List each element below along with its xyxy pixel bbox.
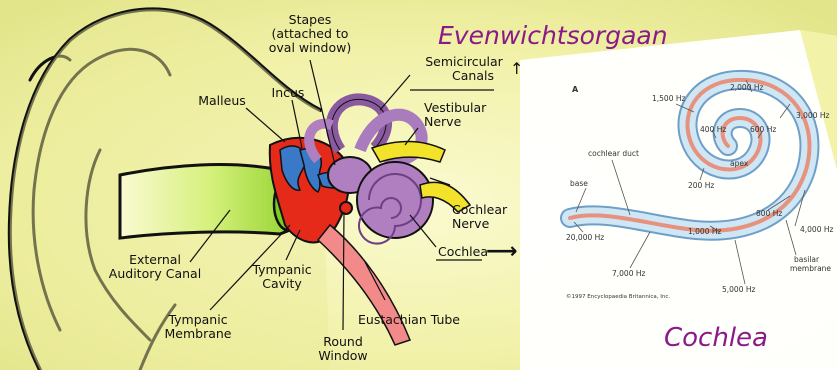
- copyright-label: ©1997 Encyclopaedia Britannica, Inc.: [566, 293, 670, 300]
- freq-2000: 2,000 Hz: [730, 83, 763, 92]
- freq-400: 400 Hz: [700, 125, 726, 134]
- label-membrane: Membrane: [165, 326, 232, 341]
- label-stapes: Stapes: [289, 12, 332, 27]
- label-incus: Incus: [272, 85, 305, 100]
- label-cavity: Cavity: [262, 276, 302, 291]
- label-auditory-canal: Auditory Canal: [109, 266, 201, 281]
- label-cochlear-nerve: Nerve: [452, 216, 490, 231]
- label-tympanic-membrane: Tympanic: [167, 312, 227, 327]
- label-window: Window: [318, 348, 367, 363]
- freq-200: 200 Hz: [688, 181, 714, 190]
- label-external: External: [129, 252, 181, 267]
- freq-3000: 3,000 Hz: [796, 111, 829, 120]
- label-round: Round: [323, 334, 363, 349]
- title-cochlea: Cochlea: [664, 323, 768, 353]
- freq-600: 600 Hz: [750, 125, 776, 134]
- cochlear-duct-label: cochlear duct: [588, 149, 639, 158]
- base-label: base: [570, 179, 588, 188]
- basilar-label: basilar: [794, 255, 820, 264]
- membrane-label: membrane: [790, 264, 831, 273]
- freq-1500: 1,500 Hz: [652, 94, 685, 103]
- freq-5000: 5,000 Hz: [722, 285, 755, 294]
- apex-label: apex: [730, 159, 749, 168]
- arrow-right-icon: ⟶: [486, 239, 518, 264]
- freq-4000: 4,000 Hz: [800, 225, 833, 234]
- label-stapes-line2: (attached to: [272, 26, 349, 41]
- panel-letter: A: [572, 85, 579, 94]
- arrow-up-icon: ↑: [510, 59, 523, 78]
- freq-7000: 7,000 Hz: [612, 269, 645, 278]
- label-eustachian-tube: Eustachian Tube: [358, 312, 460, 327]
- label-canals: Canals: [452, 68, 494, 83]
- label-cochlea: Cochlea: [438, 244, 488, 259]
- label-malleus: Malleus: [198, 93, 246, 108]
- label-vestibular: Vestibular: [424, 100, 487, 115]
- round-window-shape: [340, 202, 352, 214]
- label-vestibular-nerve: Nerve: [424, 114, 462, 129]
- label-semicircular: Semicircular: [425, 54, 503, 69]
- label-stapes-line3: oval window): [269, 40, 351, 55]
- freq-800: 800 Hz: [756, 209, 782, 218]
- freq-20000: 20,000 Hz: [566, 233, 604, 242]
- freq-1000: 1,000 Hz: [688, 227, 721, 236]
- title-evenwichtsorgaan: Evenwichtsorgaan: [438, 21, 668, 50]
- label-tympanic-cavity: Tympanic: [251, 262, 311, 277]
- label-cochlear: Cochlear: [452, 202, 508, 217]
